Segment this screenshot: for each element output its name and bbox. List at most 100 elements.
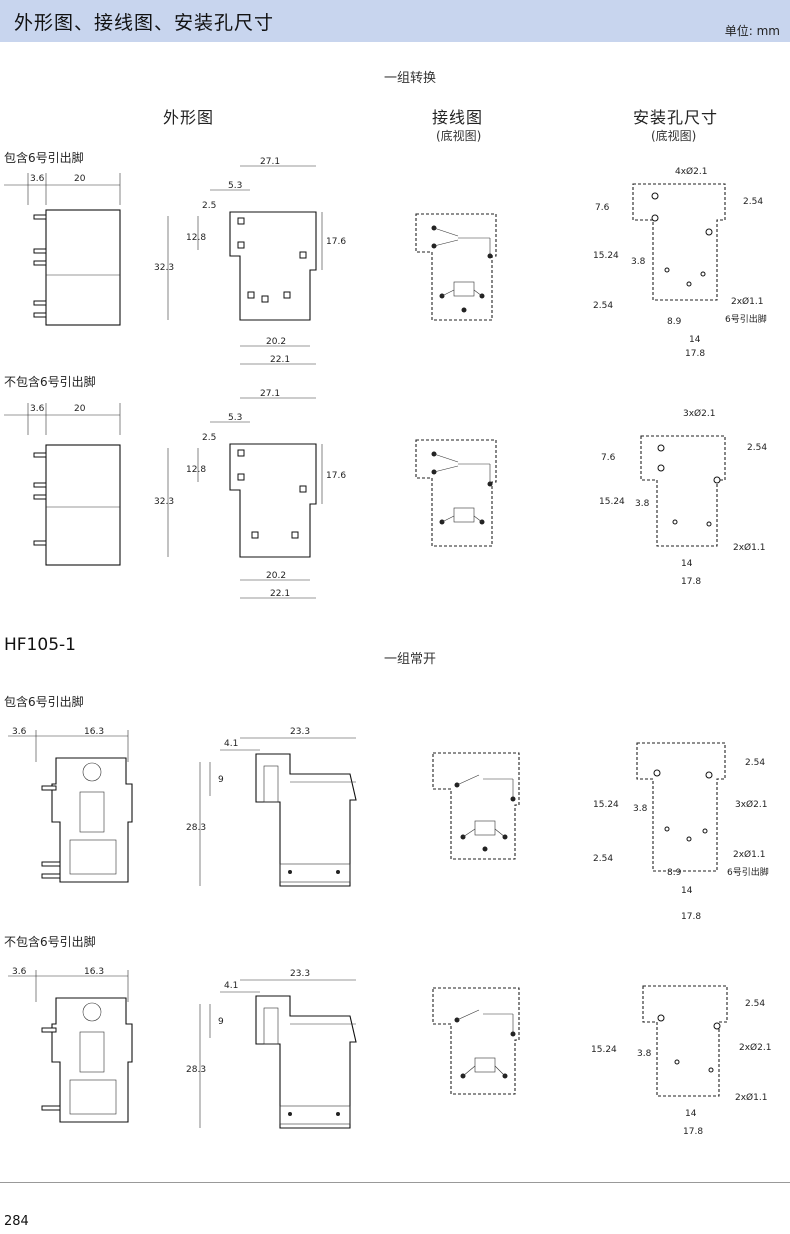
dim-label: 2xØ1.1 [731,296,763,307]
dim-label: 5.3 [228,413,242,423]
wiring-diagram [432,987,520,1095]
dim-label: 3.6 [30,174,45,184]
header-band: 外形图、接线图、安装孔尺寸 单位: mm [0,0,790,42]
dim-label: 17.8 [683,1127,703,1137]
dim-label: 9 [218,1017,224,1027]
row-label-with-pin6: 包含6号引出脚 [4,695,84,709]
dim-label: 17.8 [681,577,701,587]
dim-label: 22.1 [270,589,290,599]
dim-label: 17.6 [326,471,346,481]
section1-title: 一组转换 [384,71,437,86]
mount-hole-drawing: 2.54 2xØ2.1 15.24 3.8 2xØ1.1 14 17.8 [591,985,771,1137]
dim-label: 27.1 [260,157,280,167]
dim-label: 2.5 [202,201,216,211]
dim-label: 23.3 [290,969,310,979]
column-outline-title: 外形图 [163,108,215,127]
section2-title: 一组常开 [384,652,437,667]
dim-label: 2.54 [743,197,763,207]
dim-label: 16.3 [84,727,104,737]
mount-hole-drawing: 4xØ2.1 7.6 2.54 15.24 3.8 2.54 2xØ1.1 6号… [593,166,767,359]
row-label-without-pin6: 不包含6号引出脚 [4,935,96,949]
dim-label: 12.8 [186,465,206,475]
dim-label: 20.2 [266,337,286,347]
dim-label: 8.9 [667,317,682,327]
dim-label: 2.5 [202,433,216,443]
row-label-without-pin6: 不包含6号引出脚 [4,375,96,389]
dim-label: 2.54 [747,443,767,453]
dim-label: 3.8 [631,257,646,267]
dim-label: 2.54 [745,999,765,1009]
outline-view-drawing: 23.3 4.1 9 28.3 [186,727,357,887]
column-mount-title: 安装孔尺寸 [633,108,719,127]
wiring-diagram [415,439,497,547]
dim-label: 16.3 [84,967,104,977]
side-view-drawing: 3.6 16.3 [8,967,133,1123]
column-mount-subtitle: (底视图) [651,129,697,143]
dim-label: 7.6 [595,203,610,213]
dim-label: 20 [74,404,86,414]
dim-label: 4.1 [224,739,238,749]
dim-label: 8.9 [667,868,682,878]
dim-label: 5.3 [228,181,242,191]
column-wiring-title: 接线图 [432,108,484,127]
side-view-drawing: 3.6 20 [4,403,121,566]
outline-view-drawing: 27.1 5.3 2.5 12.8 32.3 17.6 20.2 22.1 [154,157,346,365]
dim-label: 9 [218,775,224,785]
dim-label: 15.24 [593,251,619,261]
dim-label: 2xØ1.1 [733,542,765,553]
dim-label: 3xØ2.1 [735,799,767,810]
dim-label: 2xØ1.1 [733,849,765,860]
dim-label: 17.8 [685,349,705,359]
dim-label: 20 [74,174,86,184]
column-wiring-subtitle: (底视图) [436,129,482,143]
dim-label: 3.8 [637,1049,652,1059]
dim-label: 23.3 [290,727,310,737]
page-title: 外形图、接线图、安装孔尺寸 [14,12,275,34]
dim-label: 6号引出脚 [727,866,769,878]
dim-label: 3xØ2.1 [683,408,715,419]
dim-label: 3.6 [30,404,45,414]
dim-label: 15.24 [593,800,619,810]
dim-label: 12.8 [186,233,206,243]
dim-label: 17.6 [326,237,346,247]
outline-view-drawing: 23.3 4.1 9 28.3 [186,969,357,1129]
unit-label: 单位: mm [724,24,780,38]
dim-label: 32.3 [154,497,174,507]
dim-label: 22.1 [270,355,290,365]
dim-label: 32.3 [154,263,174,273]
dim-label: 27.1 [260,389,280,399]
dim-label: 3.8 [635,499,650,509]
dim-label: 2.54 [593,301,613,311]
dim-label: 15.24 [599,497,625,507]
mount-hole-drawing: 3xØ2.1 7.6 2.54 15.24 3.8 2xØ1.1 14 17.8 [599,408,767,587]
dim-label: 2.54 [745,758,765,768]
row-label-with-pin6: 包含6号引出脚 [4,151,84,165]
dim-label: 28.3 [186,823,206,833]
outline-view-drawing: 27.1 5.3 2.5 12.8 32.3 17.6 20.2 22.1 [154,389,346,599]
dim-label: 20.2 [266,571,286,581]
side-view-drawing: 3.6 16.3 [8,727,133,883]
dim-label: 14 [681,886,693,896]
side-view-drawing: 3.6 20 [4,173,121,326]
dim-label: 4xØ2.1 [675,166,707,177]
dim-label: 14 [685,1109,697,1119]
dim-label: 14 [681,559,693,569]
wiring-diagram [415,213,497,321]
dim-label: 15.24 [591,1045,617,1055]
dim-label: 2.54 [593,854,613,864]
mount-hole-drawing: 2.54 15.24 3xØ2.1 3.8 2xØ1.1 2.54 6号引出脚 … [593,742,769,922]
footer-rule [0,1182,790,1183]
dim-label: 6号引出脚 [725,313,767,325]
dim-label: 3.8 [633,804,648,814]
dim-label: 3.6 [12,967,27,977]
wiring-diagram [432,752,520,860]
dim-label: 3.6 [12,727,27,737]
dim-label: 2xØ1.1 [735,1092,767,1103]
dim-label: 28.3 [186,1065,206,1075]
dim-label: 14 [689,335,701,345]
dim-label: 4.1 [224,981,238,991]
dim-label: 17.8 [681,912,701,922]
page-number: 284 [4,1214,29,1229]
model-number: HF105-1 [4,635,76,655]
dim-label: 2xØ2.1 [739,1042,771,1053]
